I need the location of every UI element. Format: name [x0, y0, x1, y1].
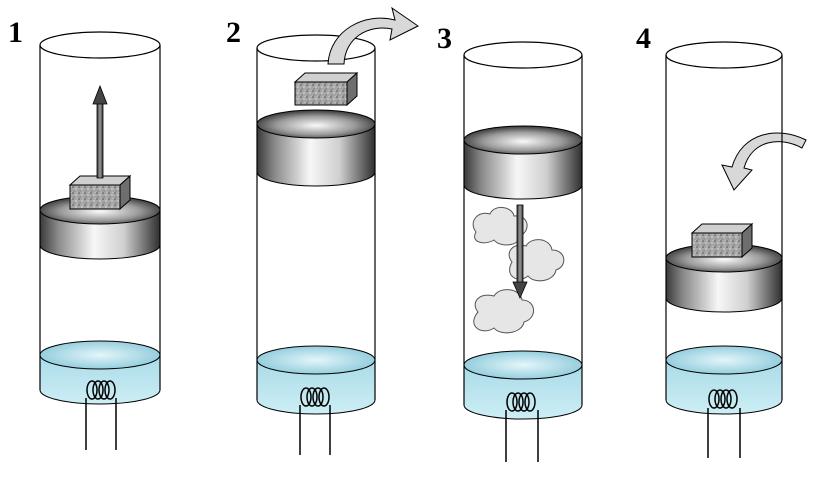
stage-4: 4 — [636, 22, 807, 458]
vapor-cloud — [473, 289, 534, 334]
stage-number-label: 4 — [636, 22, 651, 55]
curved-in-arrow-icon — [721, 132, 807, 191]
weight-block — [293, 71, 359, 107]
piston — [256, 109, 376, 187]
weight-block — [690, 222, 754, 259]
cylinder-rim — [463, 41, 583, 69]
piston — [463, 125, 583, 200]
water-reservoir — [463, 350, 583, 420]
heating-coil — [299, 387, 331, 455]
cylinder-rim — [39, 31, 161, 59]
heating-coil — [85, 380, 117, 450]
water-reservoir — [39, 340, 161, 405]
stage-number-label: 2 — [226, 16, 241, 49]
cylinder-rim — [256, 34, 376, 62]
water-reservoir — [665, 345, 783, 415]
heating-coil — [505, 392, 539, 462]
stage-3: 3 — [437, 22, 583, 462]
heating-coil — [707, 389, 741, 458]
down-arrow-icon — [512, 204, 528, 299]
up-arrow-icon — [92, 84, 108, 179]
curved-out-arrow-icon — [327, 6, 419, 65]
weight-block — [68, 174, 132, 211]
stage-number-label: 3 — [437, 22, 452, 55]
cylinder-rim — [665, 41, 783, 69]
stage-2: 2 — [226, 6, 419, 455]
stage-1: 1 — [8, 16, 161, 450]
vapor-cloud — [472, 207, 528, 246]
stage-number-label: 1 — [8, 16, 23, 49]
